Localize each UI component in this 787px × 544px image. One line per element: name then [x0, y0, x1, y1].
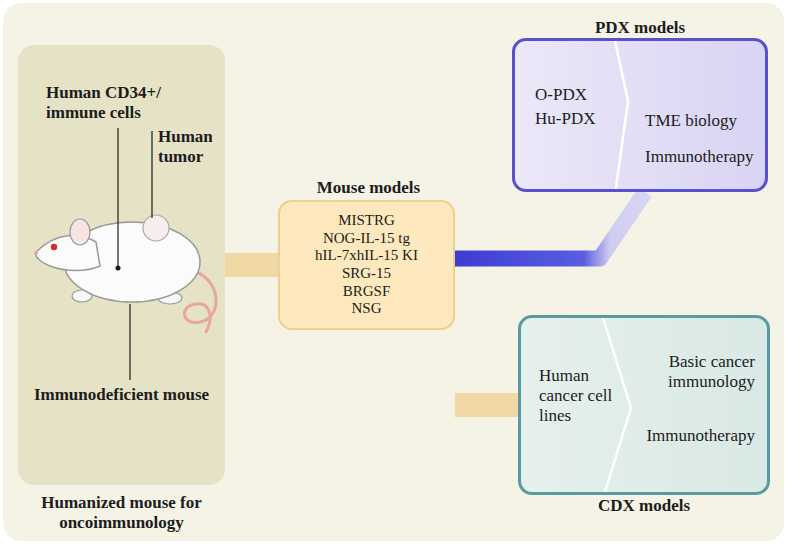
pdx-box: PDX modelsO-PDXHu-PDXTME biologyImmunoth… — [512, 38, 768, 192]
mouse-head — [36, 235, 100, 270]
model-type: Hu-PDX — [535, 109, 625, 129]
connector-band — [455, 393, 518, 417]
mouse-eye — [51, 244, 57, 250]
model-name: SRG-15 — [286, 265, 447, 283]
leader-line — [129, 304, 130, 380]
callout-label: Human tumor — [158, 127, 220, 167]
box-heading: CDX models — [521, 496, 767, 516]
mouse-nose — [34, 251, 38, 255]
application-label: TME biology — [645, 111, 763, 131]
callout-label: Human CD34+/ immune cells — [46, 83, 164, 123]
chevron-line — [615, 41, 628, 189]
tumor-bump — [143, 215, 169, 241]
model-name: NOG-IL-15 tg — [286, 230, 447, 248]
model-type: O-PDX — [535, 85, 625, 105]
cdx-box: Human cancer cell lines Basic cancer immu… — [518, 315, 770, 495]
application-label: Immunotherapy — [637, 426, 755, 446]
panel-node: Human CD34+/ immune cellsHuman tumorImmu… — [18, 45, 225, 485]
mouse-ear — [70, 219, 90, 245]
leader-line — [117, 128, 118, 268]
model-name: NSG — [286, 300, 447, 318]
model-name: MISTRG — [286, 212, 447, 230]
callout-label: Immunodeficient mouse — [18, 385, 225, 405]
model-box: Mouse modelsMISTRGNOG-IL-15 tghIL-7xhIL-… — [278, 200, 455, 330]
panel-heading: Humanized mouse for oncoimmunology — [10, 493, 233, 533]
source-label: Human cancer cell lines — [539, 366, 613, 426]
left-panel — [18, 45, 225, 485]
box-heading: Mouse models — [260, 178, 477, 198]
application-label: Immunotherapy — [645, 147, 763, 167]
connector-band — [225, 253, 278, 277]
model-name: BRGSF — [286, 283, 447, 301]
connector-band — [455, 192, 645, 259]
application-label: Basic cancer immunology — [637, 352, 755, 392]
box-heading: PDX models — [515, 18, 765, 38]
model-name: hIL-7xhIL-15 KI — [286, 247, 447, 265]
leader-line — [151, 131, 152, 218]
